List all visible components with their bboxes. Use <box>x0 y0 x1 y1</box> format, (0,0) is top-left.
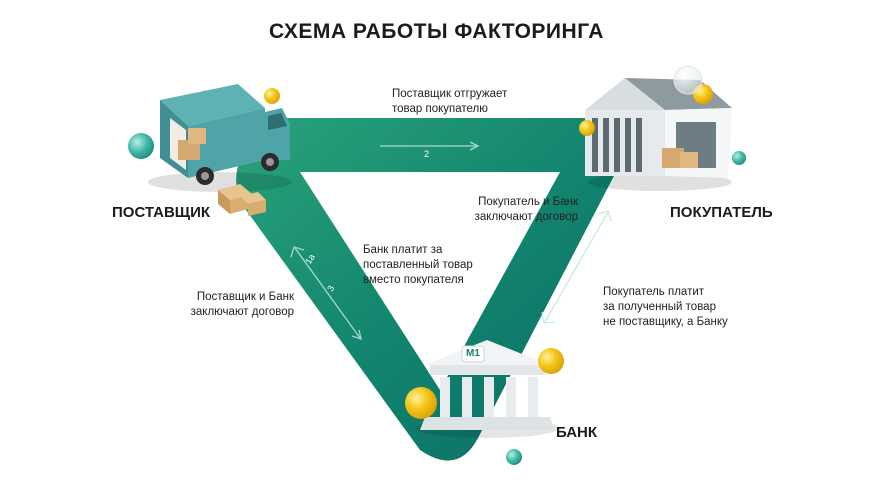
diagram-title: СХЕМА РАБОТЫ ФАКТОРИНГА <box>269 20 604 43</box>
step-text-buyer-pays: Покупатель платит за полученный товар не… <box>603 286 728 328</box>
step-number-buyer-contract: 1б <box>598 227 612 241</box>
gold-coin-2 <box>579 120 595 136</box>
bank-logo: M1 <box>466 348 480 359</box>
step-number-supplier-contract: 1а <box>303 252 317 266</box>
step-text-buyer-contract: Покупатель и Банк заключают договор <box>474 196 578 223</box>
arrow-supplier-bank <box>290 246 362 340</box>
label-buyer: ПОКУПАТЕЛЬ <box>670 204 773 221</box>
teal-ball-3 <box>506 449 522 465</box>
teal-ball-1 <box>128 133 154 159</box>
step-number-ship: 2 <box>424 149 429 159</box>
step-text-supplier-contract: Поставщик и Банк заключают договор <box>190 291 294 318</box>
gold-coin-1 <box>264 88 280 104</box>
bank-building-illustration <box>415 340 559 438</box>
label-bank: БАНК <box>556 424 598 441</box>
step-text-bank-pays: Банк платит за поставленный товар вместо… <box>363 244 473 286</box>
arrow-buyer-bank <box>541 210 612 324</box>
arrow-ship <box>380 141 480 151</box>
step-number-bank-pays: 3 <box>325 284 336 294</box>
teal-ball-2 <box>732 151 746 165</box>
gold-coin-4 <box>538 348 564 374</box>
gold-coin-5 <box>405 387 437 419</box>
glass-ball-1 <box>673 65 703 95</box>
label-supplier: ПОСТАВЩИК <box>112 204 211 221</box>
step-number-buyer-pays: 4 <box>585 272 596 281</box>
truck-illustration <box>148 84 292 216</box>
step-text-ship: Поставщик отгружает товар покупателю <box>392 88 508 115</box>
warehouse-illustration <box>585 78 732 191</box>
